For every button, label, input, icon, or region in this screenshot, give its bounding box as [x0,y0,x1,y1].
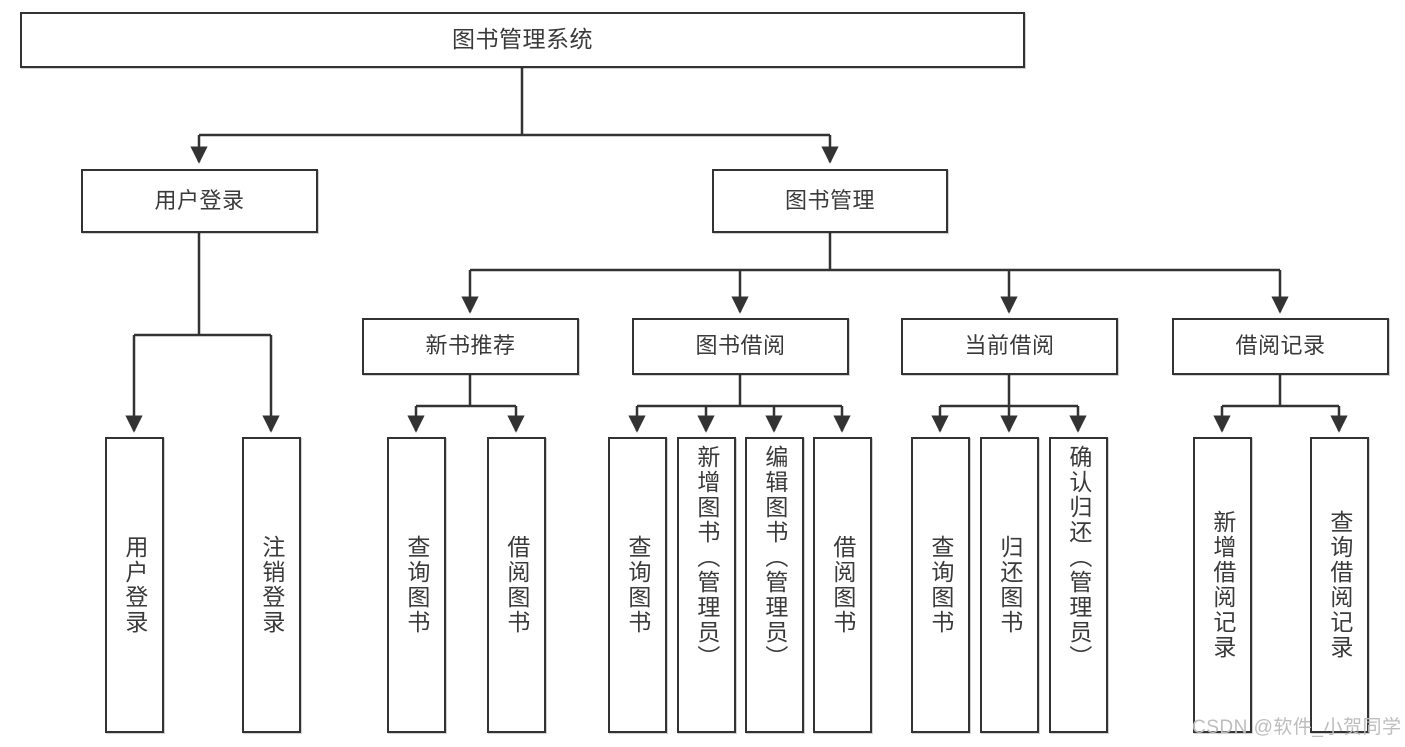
leaf-return-book[interactable]: 归还图书 [980,437,1039,733]
node-current-borrowing[interactable]: 当前借阅 [901,318,1118,375]
node-label: 查询借阅记录 [1326,510,1353,660]
leaf-logout[interactable]: 注销登录 [242,437,301,733]
node-label: 归还图书 [996,535,1023,635]
node-label: 编辑图书（管理员） [761,445,788,670]
node-root-book-management-system[interactable]: 图书管理系统 [20,12,1025,68]
leaf-query-book-borrowing[interactable]: 查询图书 [608,437,667,733]
node-label: 图书管理系统 [452,26,593,53]
node-label: 借阅记录 [1235,333,1326,359]
node-label: 当前借阅 [964,333,1055,359]
leaf-add-borrow-record[interactable]: 新增借阅记录 [1193,437,1252,733]
node-book-management[interactable]: 图书管理 [712,169,948,233]
node-label: 图书管理 [784,187,875,213]
leaf-user-login[interactable]: 用户登录 [105,437,164,733]
node-book-borrowing[interactable]: 图书借阅 [632,318,849,375]
node-label: 用户登录 [121,535,148,635]
leaf-confirm-return-admin[interactable]: 确认归还（管理员） [1049,437,1108,733]
node-label: 确认归还（管理员） [1065,445,1092,670]
node-label: 新增借阅记录 [1209,510,1236,660]
leaf-query-book-recommendation[interactable]: 查询图书 [387,437,446,733]
node-label: 注销登录 [258,535,285,635]
node-label: 新书推荐 [425,333,516,359]
node-borrowing-record[interactable]: 借阅记录 [1172,318,1389,375]
node-label: 查询图书 [927,535,954,635]
node-label: 借阅图书 [503,535,530,635]
leaf-edit-book-admin[interactable]: 编辑图书（管理员） [745,437,804,733]
node-label: 查询图书 [403,535,430,635]
node-label: 借阅图书 [829,535,856,635]
leaf-borrow-book-borrowing[interactable]: 借阅图书 [813,437,872,733]
node-label: 新增图书（管理员） [693,445,720,670]
node-label: 查询图书 [624,535,651,635]
leaf-borrow-book-recommendation[interactable]: 借阅图书 [487,437,546,733]
node-new-book-recommendation[interactable]: 新书推荐 [362,318,579,375]
node-label: 图书借阅 [695,333,786,359]
leaf-add-book-admin[interactable]: 新增图书（管理员） [677,437,736,733]
leaf-query-borrow-record[interactable]: 查询借阅记录 [1310,437,1369,733]
node-label: 用户登录 [154,187,245,213]
node-user-login[interactable]: 用户登录 [81,169,318,233]
leaf-query-book-current[interactable]: 查询图书 [911,437,970,733]
